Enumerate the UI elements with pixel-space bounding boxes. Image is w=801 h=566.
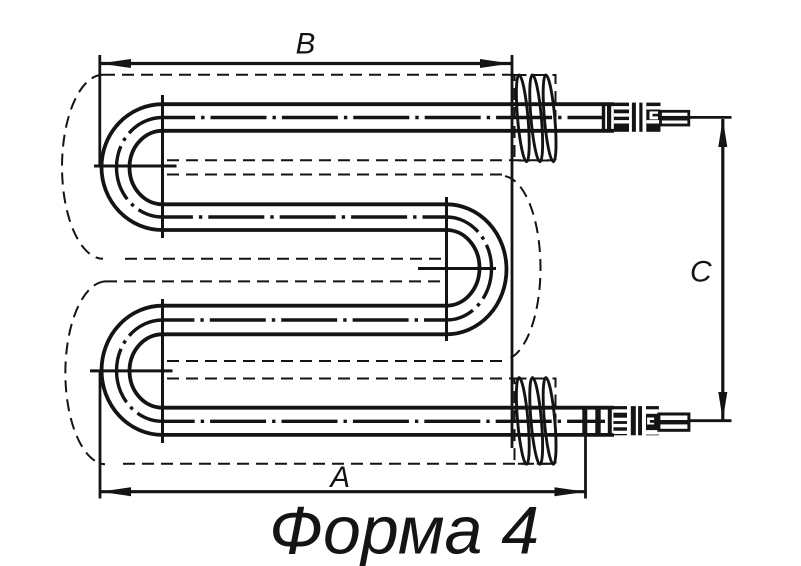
svg-text:Форма 4: Форма 4 [269, 493, 539, 566]
svg-text:B: B [296, 28, 316, 61]
svg-text:A: A [328, 461, 350, 494]
svg-text:C: C [690, 256, 712, 289]
